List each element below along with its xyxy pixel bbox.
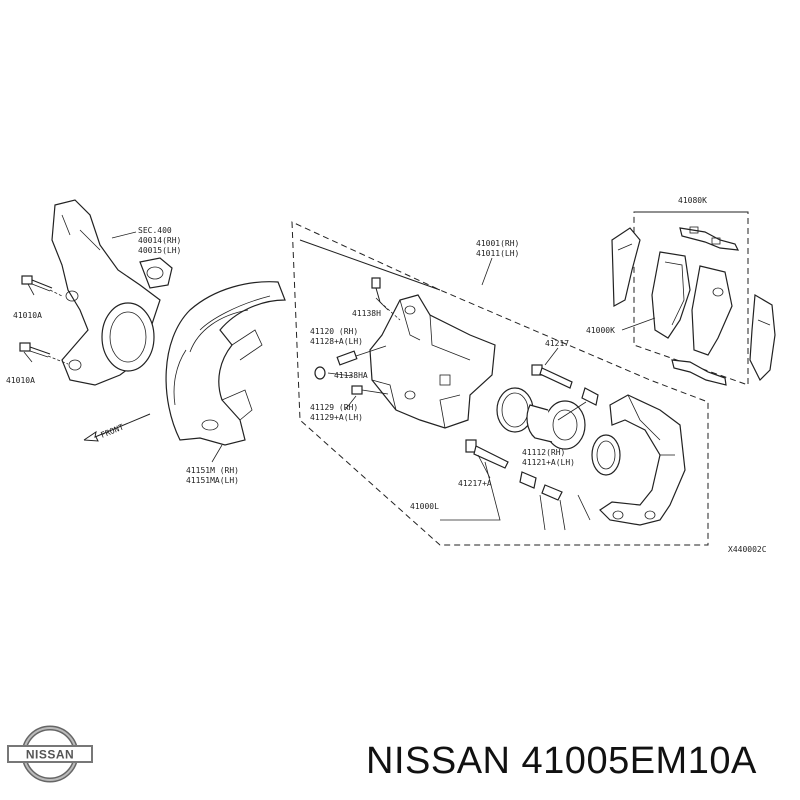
- pin-boot-41121: [519, 471, 563, 501]
- caliper-piston: [526, 400, 586, 450]
- brake-pad-outer: [691, 265, 733, 356]
- label-41151ma: 41151MA(LH): [186, 476, 239, 485]
- label-41151m: 41151M (RH): [186, 466, 239, 475]
- sleeve-41120: [336, 350, 358, 366]
- guide-pin-41217: [531, 364, 573, 389]
- cap-41138ha: [314, 366, 326, 380]
- label-41138ha: 41138HA: [334, 371, 368, 380]
- label-41000k: 41000K: [586, 326, 615, 335]
- bolt-41010a-upper: [21, 275, 63, 297]
- label-41000l: 41000L: [410, 502, 439, 511]
- label-41120: 41120 (RH): [310, 327, 358, 336]
- dust-shield-backing-plate: [165, 281, 286, 446]
- label-41011: 41011(LH): [476, 249, 519, 258]
- label-41217a: 41217+A: [458, 479, 492, 488]
- logo-wordmark: NISSAN: [26, 748, 74, 762]
- piston-dust-boot: [591, 434, 621, 476]
- label-41138h: 41138H: [352, 309, 381, 318]
- diagram-code: X440002C: [728, 545, 767, 554]
- label-41112: 41112(RH): [522, 448, 565, 457]
- part-number-caption: NISSAN 41005EM10A: [366, 740, 757, 782]
- label-sec-400: SEC.400: [138, 226, 172, 235]
- label-41217: 41217: [545, 339, 569, 348]
- label-40014: 40014(RH): [138, 236, 181, 245]
- label-41010a-lower: 41010A: [6, 376, 35, 385]
- bolt-41010a-lower: [19, 342, 69, 365]
- guide-pin-41217a: [465, 439, 509, 469]
- pad-clip-top: [679, 226, 740, 251]
- label-41129a: 41129+A(LH): [310, 413, 363, 422]
- label-41010a-upper: 41010A: [13, 311, 42, 320]
- label-front: FRONT: [99, 422, 125, 439]
- pin-boot-41129: [351, 385, 389, 395]
- front-arrow-icon: [83, 413, 151, 442]
- anti-squeal-shim-left: [611, 227, 641, 307]
- label-41129: 41129 (RH): [310, 403, 358, 412]
- pin-boot-41112: [581, 387, 599, 406]
- label-41121: 41121+A(LH): [522, 458, 575, 467]
- caliper-torque-member-bracket: [599, 394, 686, 526]
- pad-clip-bottom: [671, 359, 727, 386]
- anti-squeal-shim-right: [749, 294, 776, 382]
- bleeder-screw-41138h: [371, 277, 401, 321]
- label-41128: 41128+A(LH): [310, 337, 363, 346]
- label-41080k: 41080K: [678, 196, 707, 205]
- label-41001: 41001(RH): [476, 239, 519, 248]
- nissan-logo-icon: NISSAN: [7, 725, 93, 783]
- caliper-assembly-outline: [291, 221, 709, 546]
- steering-knuckle: [51, 199, 173, 386]
- caliper-body: [369, 294, 496, 429]
- brake-pad-inner: [651, 251, 691, 339]
- label-40015: 40015(LH): [138, 246, 181, 255]
- part-labels: SEC.400 40014(RH) 40015(LH) 41010A 41010…: [6, 196, 767, 554]
